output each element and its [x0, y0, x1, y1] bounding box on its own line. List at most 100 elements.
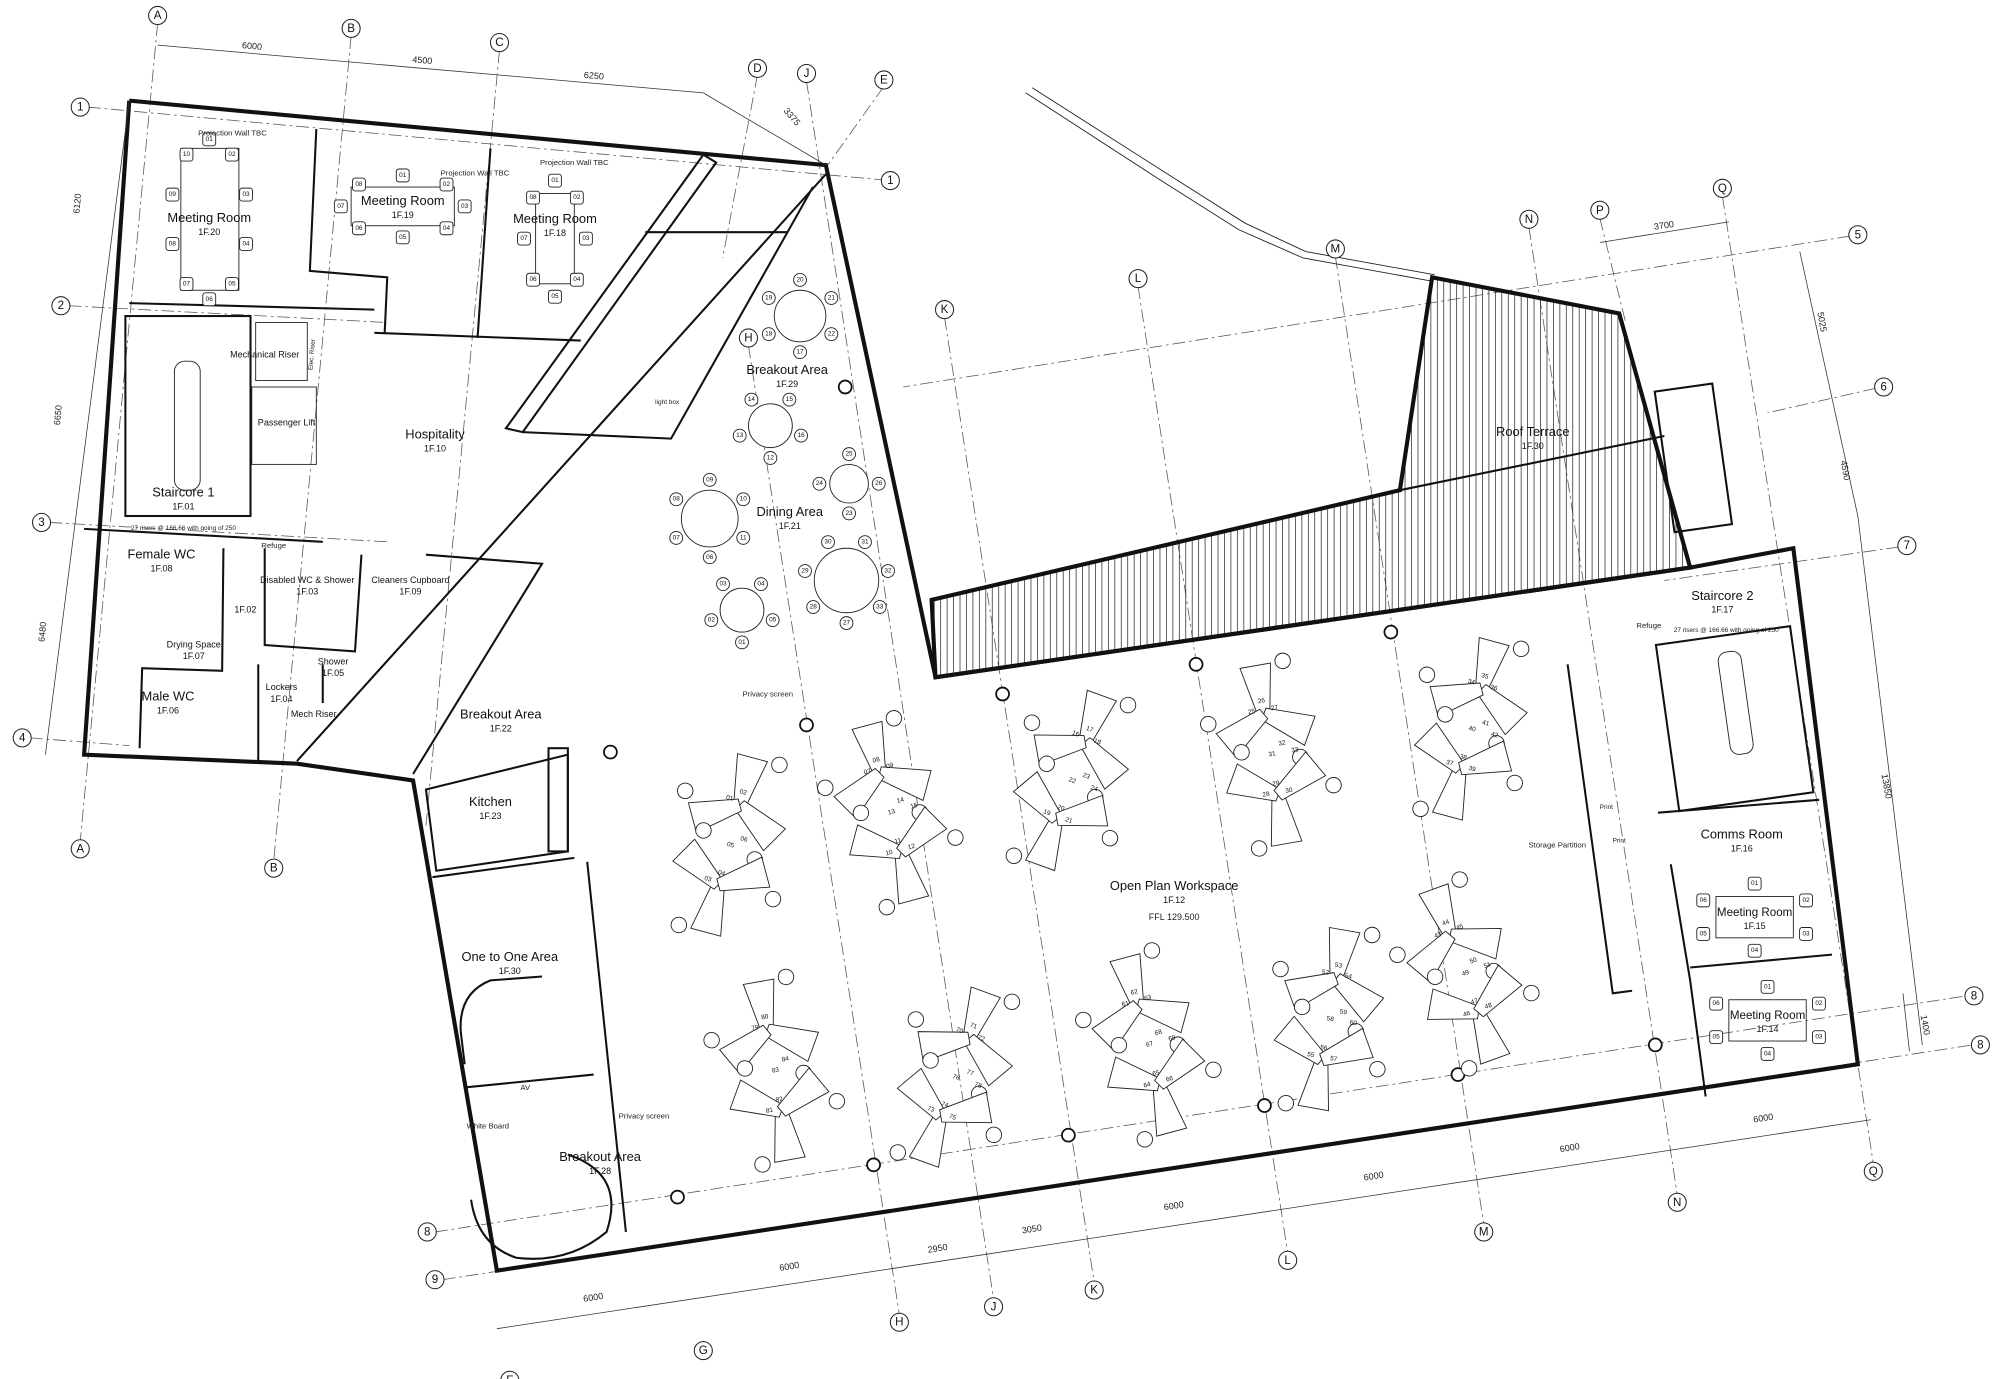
- seat-number: 03: [1802, 930, 1810, 937]
- desk-number: 83: [771, 1066, 780, 1074]
- drawing-note: light box: [655, 399, 680, 406]
- office-chair: [907, 1011, 925, 1028]
- grid-bubble-circle: [1970, 1035, 1990, 1055]
- wall: [129, 302, 375, 311]
- grid-bubble: F: [500, 1370, 520, 1379]
- grid-label: C: [495, 36, 503, 49]
- grid-label: H: [744, 331, 752, 344]
- grid-bubble: A: [148, 5, 168, 26]
- room-code: 1F.08: [150, 563, 172, 573]
- grid-bubble: L: [1278, 1250, 1298, 1270]
- grid-label: 1: [887, 174, 893, 187]
- desk-number: 16: [1071, 730, 1081, 739]
- grid-bubble-circle: [1278, 1250, 1298, 1270]
- room-code: 1F.29: [776, 379, 798, 389]
- grid-label: K: [1090, 1283, 1098, 1296]
- office-chair: [1200, 715, 1217, 733]
- grid-line: [1599, 217, 1627, 323]
- grid-line: [68, 305, 388, 323]
- desk: [734, 800, 787, 852]
- desk: [1135, 998, 1190, 1034]
- round-table: [773, 289, 827, 343]
- desk-number: 58: [1326, 1015, 1335, 1023]
- grid-label: M: [1479, 1225, 1489, 1238]
- dimension-line: [157, 44, 704, 94]
- grid-bubble: 8: [417, 1222, 437, 1242]
- grid-label: B: [270, 862, 278, 875]
- grid-bubble: D: [747, 58, 768, 78]
- round-table: [748, 403, 793, 449]
- desk-number: 25: [1247, 708, 1256, 716]
- grid-bubble-circle: [1874, 377, 1894, 397]
- office-chair: [754, 1156, 771, 1173]
- desk: [1055, 794, 1109, 827]
- wall: [1669, 864, 1692, 981]
- grid-label: K: [941, 303, 949, 316]
- desk-number: 33: [1291, 746, 1300, 754]
- room-code: 1F.23: [479, 811, 501, 821]
- grid-bubble: J: [796, 63, 817, 84]
- seat-number: 07: [183, 281, 191, 288]
- structural-column: [866, 1157, 881, 1173]
- grid-bubble: A: [70, 839, 90, 859]
- grid-bubble-circle: [747, 58, 768, 78]
- desk-number: 59: [1339, 1008, 1348, 1016]
- grid-bubble-circle: [934, 300, 955, 320]
- desk-number: 44: [1441, 918, 1451, 927]
- room-label: Mech Riser: [291, 709, 337, 719]
- seat-number: 06: [706, 554, 714, 561]
- seat-number: 03: [719, 581, 727, 588]
- room-name: Male WC: [141, 688, 194, 703]
- seat-number: 27: [843, 620, 851, 627]
- round-table: [719, 587, 765, 633]
- desk-number: 64: [1143, 1081, 1152, 1090]
- chair: [395, 230, 410, 245]
- chair: [395, 168, 410, 183]
- room-name: Staircore 2: [1691, 588, 1753, 603]
- grid-bubble-circle: [1848, 225, 1868, 245]
- desk: [1473, 964, 1523, 1018]
- dimension-line: [1599, 221, 1729, 243]
- dimension-value: 1400: [1919, 1014, 1932, 1035]
- grid-line: [425, 50, 500, 826]
- desk-number: 57: [1330, 1055, 1339, 1063]
- grid-bubble: L: [1128, 269, 1148, 289]
- desk-number: 28: [1262, 791, 1271, 799]
- chair: [736, 531, 751, 545]
- room-name: Mechanical Riser: [230, 349, 299, 359]
- seat-number: 04: [573, 276, 581, 283]
- seat-number: 17: [796, 349, 804, 356]
- office-chair: [677, 782, 694, 800]
- grid-line: [1335, 256, 1485, 1225]
- grid-bubble-circle: [12, 728, 32, 748]
- desk-number: 08: [872, 756, 881, 765]
- seat-number: 09: [169, 191, 177, 198]
- office-chair: [1101, 829, 1119, 847]
- office-chair: [1460, 1060, 1478, 1077]
- grid-label: J: [804, 67, 810, 80]
- office-chair: [1426, 968, 1444, 985]
- stair-well: [173, 360, 201, 491]
- chair: [782, 392, 797, 407]
- chair: [457, 199, 472, 214]
- desk: [774, 1109, 806, 1163]
- room-name: Meeting Room: [1717, 906, 1792, 919]
- grid-line: [944, 317, 1095, 1283]
- grid-bubble: 9: [425, 1270, 445, 1290]
- grid-bubble-circle: [1325, 239, 1345, 259]
- wall: [374, 331, 581, 342]
- seat-number: 32: [884, 568, 892, 575]
- wall: [308, 128, 389, 333]
- grid-bubble: H: [889, 1312, 909, 1332]
- room-label: 1F.02: [234, 605, 256, 615]
- dimension-line: [1902, 993, 1910, 1052]
- chair: [1799, 927, 1813, 941]
- desk-number: 03: [704, 875, 713, 884]
- grid-bubble-circle: [51, 296, 71, 316]
